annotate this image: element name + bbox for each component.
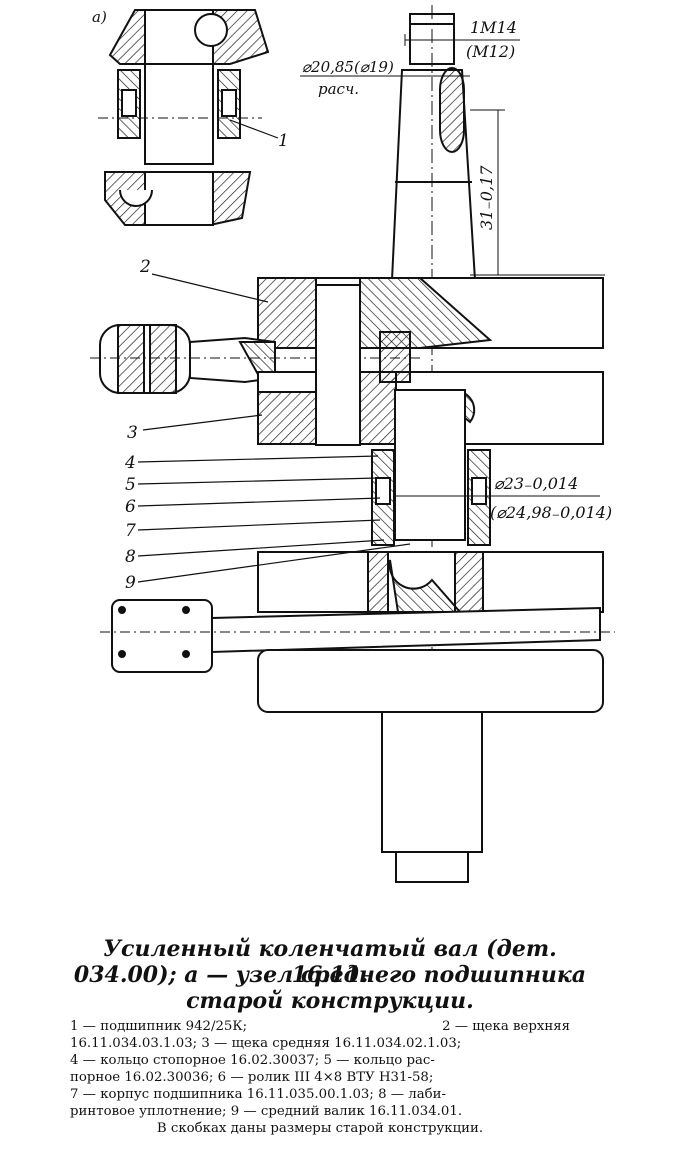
legend-item-2: 2 — щека верхняя — [442, 1019, 570, 1034]
legend-row: 1 — подшипник 942/25К; 2 — щека верхняя — [70, 1018, 570, 1035]
dim-taper-diameter-label: ⌀20,85(⌀19) — [302, 58, 394, 76]
dim-thread-old-label: (M12) — [466, 42, 515, 61]
detail-a-upper-cheek — [108, 9, 270, 65]
connecting-rod-upper — [99, 324, 276, 394]
dim-bearing-diameter-label: ⌀23₋0,014 — [494, 474, 578, 493]
dim-length — [470, 109, 605, 276]
dim-bearing-diameter-old-label: (⌀24,98₋0,014) — [490, 503, 612, 522]
dim-thread — [404, 34, 520, 46]
lower-shaft — [381, 711, 483, 883]
callout-8: 8 — [125, 547, 136, 567]
legend-row: 4 — кольцо стопорное 16.02.30037; 5 — ко… — [70, 1052, 570, 1069]
detail-a-bearing — [117, 63, 241, 165]
caption-line-2: 034.00); а — узел среднего подшипника — [73, 962, 587, 988]
callout-6: 6 — [125, 497, 136, 517]
legend-row: порное 16.02.30036; 6 — ролик III 4×8 ВТ… — [70, 1069, 570, 1086]
legend: 1 — подшипник 942/25К; 2 — щека верхняя … — [70, 1018, 570, 1137]
callout-1: 1 — [278, 131, 289, 151]
legend-text: ринтовое уплотнение; 9 — средний валик 1… — [70, 1104, 463, 1119]
upper-cheek — [257, 277, 604, 349]
callout-2: 2 — [139, 257, 151, 277]
crankshaft-drawing: a) 1M14 (M12) ⌀20,85(⌀19) расч. 31₋0,17 — [90, 5, 615, 883]
upper-shaft — [390, 13, 477, 281]
legend-row: В скобках даны размеры старой конструкци… — [70, 1120, 570, 1137]
legend-row: ринтовое уплотнение; 9 — средний валик 1… — [70, 1103, 570, 1120]
caption-line-1: Усиленный коленчатый вал (дет. 16.11. — [103, 936, 557, 988]
dim-length-label: 31₋0,17 — [477, 165, 496, 230]
callout-5: 5 — [125, 475, 136, 495]
bearing-assembly — [371, 331, 491, 546]
caption-line-3: старой конструкции. — [186, 988, 474, 1014]
callout-9: 9 — [125, 573, 136, 593]
callout-3: 3 — [127, 423, 138, 443]
detail-a-lower-cheek — [104, 171, 252, 226]
callout-7: 7 — [125, 521, 136, 541]
connecting-rod-lower — [111, 599, 601, 673]
legend-text: 16.11.034.03.1.03; 3 — щека средняя 16.1… — [70, 1036, 462, 1051]
panel-label: a) — [92, 8, 107, 26]
legend-row: 7 — корпус подшипника 16.11.035.00.1.03;… — [70, 1086, 570, 1103]
legend-text: 7 — корпус подшипника 16.11.035.00.1.03;… — [70, 1087, 447, 1102]
callout-leaders — [137, 273, 411, 583]
legend-item-1: 1 — подшипник 942/25К; — [70, 1019, 248, 1034]
legend-text: 4 — кольцо стопорное 16.02.30037; 5 — ко… — [70, 1053, 435, 1068]
callout-4: 4 — [124, 453, 136, 473]
dim-thread-label: 1M14 — [470, 18, 517, 37]
legend-note: В скобках даны размеры старой конструкци… — [156, 1121, 484, 1136]
legend-row: 16.11.034.03.1.03; 3 — щека средняя 16.1… — [70, 1035, 570, 1052]
lower-cheek — [257, 551, 604, 613]
dim-taper-note-label: расч. — [318, 80, 359, 98]
legend-text: порное 16.02.30036; 6 — ролик III 4×8 ВТ… — [70, 1070, 434, 1085]
bottom-cheek — [257, 649, 604, 713]
